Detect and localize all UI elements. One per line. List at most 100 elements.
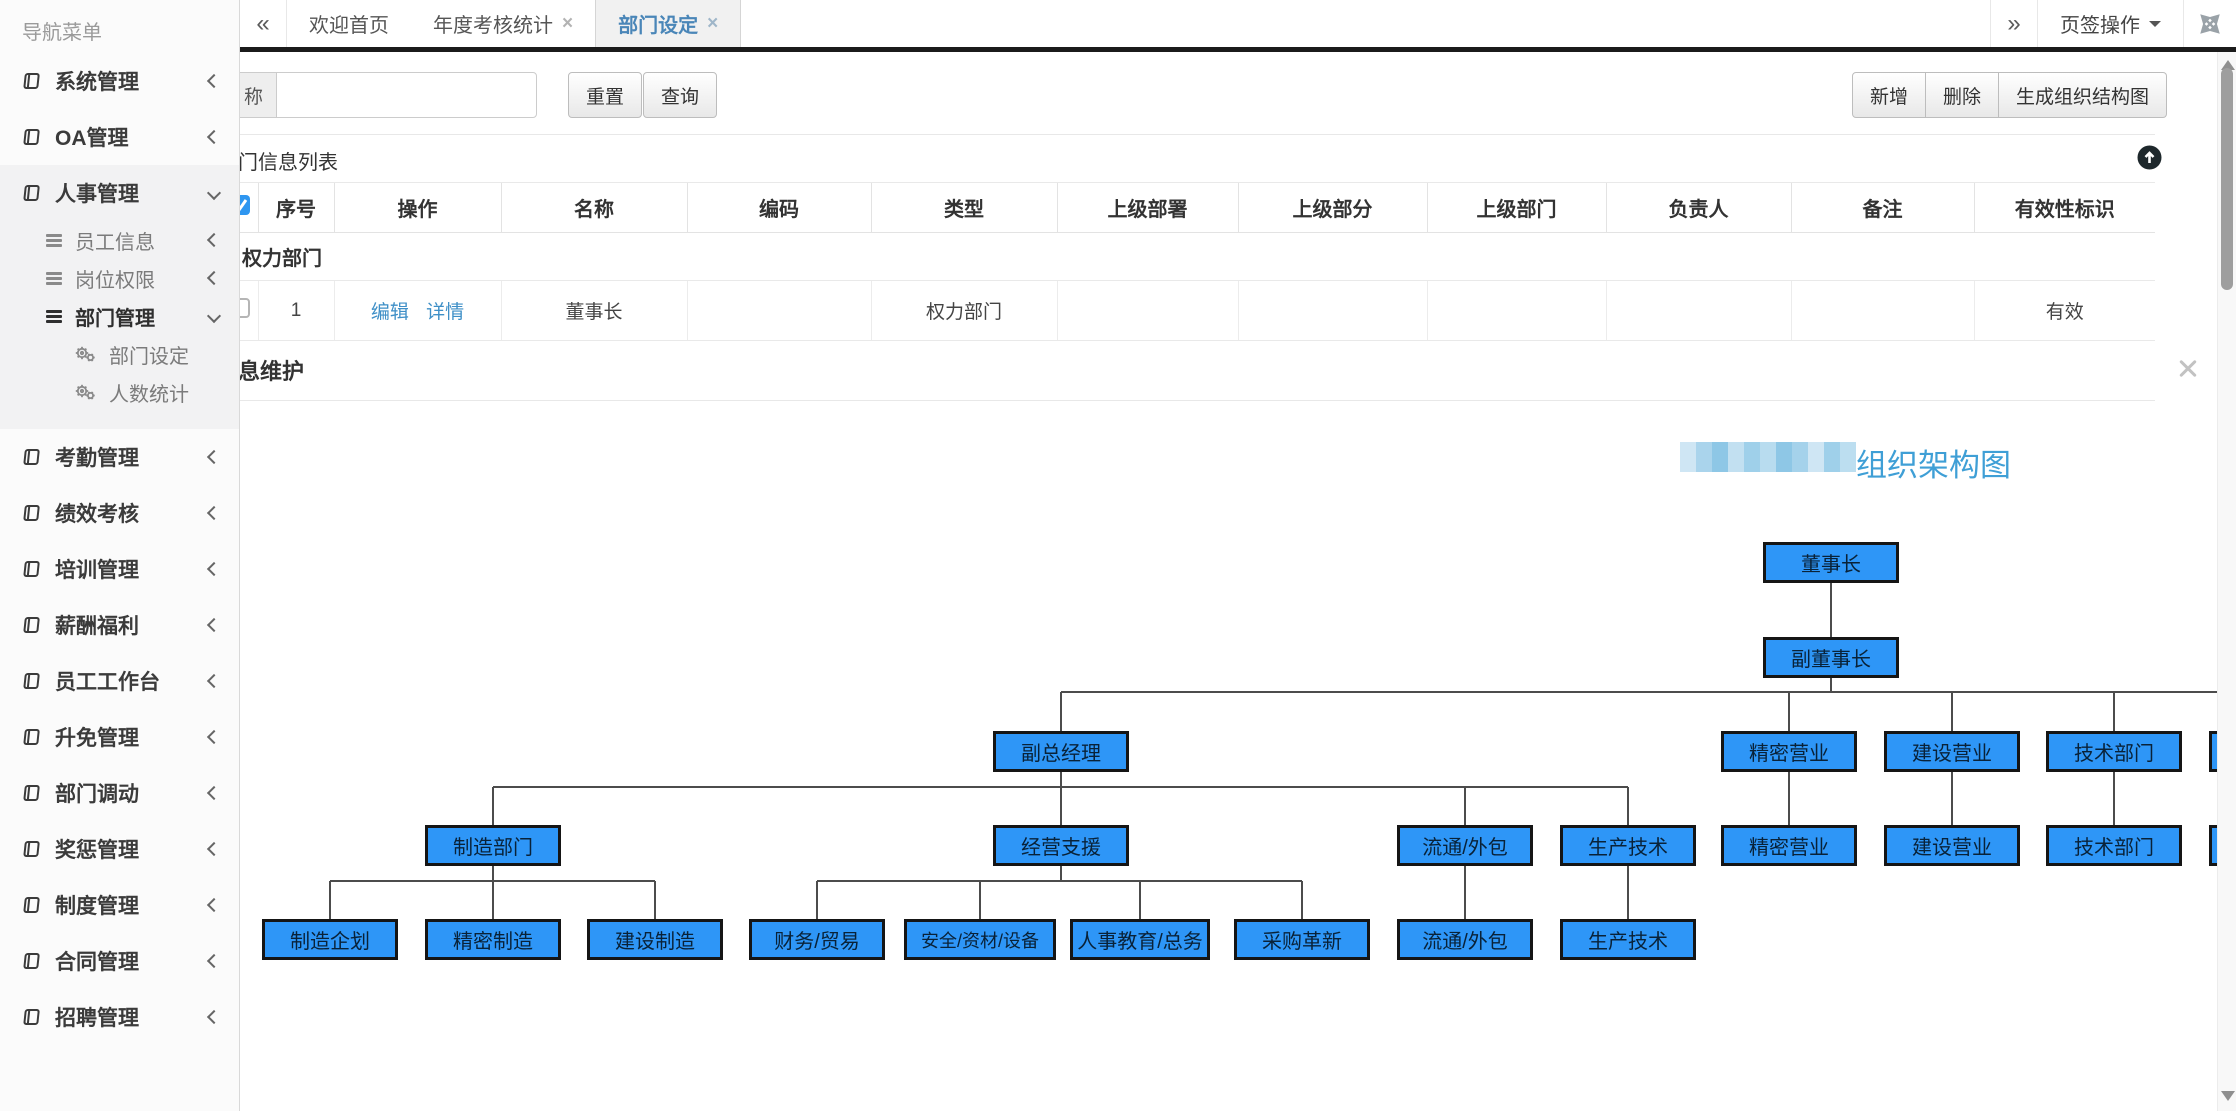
column-header-0[interactable]: 序号 bbox=[257, 182, 334, 233]
sidebar-item-11[interactable]: 薪酬福利 bbox=[0, 597, 239, 653]
page-ops-dropdown[interactable]: 页签操作 bbox=[2037, 0, 2183, 47]
sidebar-item-label: 部门调动 bbox=[55, 783, 139, 806]
chevron-left-icon bbox=[206, 561, 222, 577]
org-node-7[interactable]: 制造部门 bbox=[425, 825, 561, 866]
mosaic-block bbox=[1840, 442, 1856, 472]
sidebar-item-label: 人数统计 bbox=[109, 383, 189, 406]
column-header-7[interactable]: 上级部门 bbox=[1426, 182, 1606, 233]
scroll-down-icon[interactable] bbox=[2221, 1091, 2235, 1101]
org-node-18[interactable]: 财务/贸易 bbox=[749, 919, 885, 960]
book-icon bbox=[22, 504, 42, 522]
org-node-15[interactable]: 制造企划 bbox=[262, 919, 398, 960]
mosaic-block bbox=[1696, 442, 1712, 472]
scrollbar-thumb[interactable] bbox=[2221, 68, 2233, 290]
column-header-4[interactable]: 类型 bbox=[870, 182, 1057, 233]
collapse-panel-icon[interactable] bbox=[2136, 144, 2163, 176]
org-node-12[interactable]: 建设营业 bbox=[1884, 825, 2020, 866]
org-node-21[interactable]: 采购革新 bbox=[1234, 919, 1370, 960]
org-node-22[interactable]: 流通/外包 bbox=[1397, 919, 1533, 960]
column-header-2[interactable]: 名称 bbox=[500, 182, 687, 233]
org-node-5[interactable]: 技术部门 bbox=[2046, 731, 2182, 772]
tabs-scroll-right-icon[interactable]: » bbox=[1990, 0, 2037, 47]
sidebar-item-10[interactable]: 培训管理 bbox=[0, 541, 239, 597]
sidebar-item-13[interactable]: 升免管理 bbox=[0, 709, 239, 765]
reset-button[interactable]: 重置 bbox=[568, 72, 643, 118]
active-menu-group: 人事管理员工信息岗位权限部门管理部门设定人数统计 bbox=[0, 165, 239, 429]
sidebar-item-label: 系统管理 bbox=[55, 71, 139, 94]
org-node-11[interactable]: 精密营业 bbox=[1721, 825, 1857, 866]
book-icon bbox=[22, 448, 42, 466]
sidebar-item-4[interactable]: 岗位权限 bbox=[0, 259, 239, 297]
scroll-up-icon[interactable] bbox=[2221, 60, 2235, 70]
sidebar-item-18[interactable]: 招聘管理 bbox=[0, 989, 239, 1045]
org-node-1[interactable]: 副董事长 bbox=[1763, 637, 1899, 678]
sidebar-item-5[interactable]: 部门管理 bbox=[0, 297, 239, 335]
mosaic-block bbox=[1776, 442, 1792, 472]
select-all-checkbox[interactable] bbox=[240, 194, 250, 215]
org-node-16[interactable]: 精密制造 bbox=[425, 919, 561, 960]
sidebar-item-9[interactable]: 绩效考核 bbox=[0, 485, 239, 541]
org-node-2[interactable]: 副总经理 bbox=[993, 731, 1129, 772]
delete-button[interactable]: 删除 bbox=[1926, 72, 2000, 118]
org-node-8[interactable]: 经营支援 bbox=[993, 825, 1129, 866]
sidebar-item-label: 员工信息 bbox=[75, 231, 155, 254]
name-input[interactable] bbox=[276, 72, 537, 118]
mosaic-block bbox=[1760, 442, 1776, 472]
fullscreen-icon[interactable] bbox=[2183, 0, 2236, 47]
org-node-4[interactable]: 建设营业 bbox=[1884, 731, 2020, 772]
sidebar-item-16[interactable]: 制度管理 bbox=[0, 877, 239, 933]
org-node-9[interactable]: 流通/外包 bbox=[1397, 825, 1533, 866]
detail-link[interactable]: 详情 bbox=[426, 302, 465, 323]
column-header-5[interactable]: 上级部署 bbox=[1056, 182, 1238, 233]
sidebar-item-3[interactable]: 员工信息 bbox=[0, 221, 239, 259]
table-row[interactable]: 1 编辑 详情 董事长 权力部门 有效 bbox=[240, 280, 2155, 341]
tab-close-icon[interactable]: × bbox=[707, 12, 719, 34]
sidebar-item-17[interactable]: 合同管理 bbox=[0, 933, 239, 989]
tab-1[interactable]: 年度考核统计× bbox=[411, 0, 595, 47]
sidebar-item-1[interactable]: OA管理 bbox=[0, 109, 239, 165]
chevron-left-icon bbox=[206, 73, 222, 89]
cell-sup2 bbox=[1237, 280, 1427, 341]
chevron-left-icon bbox=[206, 449, 222, 465]
column-header-6[interactable]: 上级部分 bbox=[1237, 182, 1427, 233]
row-checkbox[interactable] bbox=[240, 297, 250, 318]
tab-list: 欢迎首页年度考核统计×部门设定× bbox=[287, 0, 742, 47]
edit-link[interactable]: 编辑 bbox=[370, 302, 409, 323]
group-row-label: 权力部门 bbox=[240, 232, 2155, 281]
sidebar-item-15[interactable]: 奖惩管理 bbox=[0, 821, 239, 877]
org-node-19[interactable]: 安全/资材/设备 bbox=[904, 919, 1056, 960]
column-header-1[interactable]: 操作 bbox=[333, 182, 501, 233]
sidebar-item-6[interactable]: 部门设定 bbox=[0, 335, 239, 373]
org-node-17[interactable]: 建设制造 bbox=[587, 919, 723, 960]
sidebar-item-7[interactable]: 人数统计 bbox=[0, 373, 239, 411]
sidebar-item-8[interactable]: 考勤管理 bbox=[0, 429, 239, 485]
column-header-3[interactable]: 编码 bbox=[686, 182, 871, 233]
sidebar-item-14[interactable]: 部门调动 bbox=[0, 765, 239, 821]
close-icon[interactable] bbox=[2178, 358, 2198, 378]
org-node-10[interactable]: 生产技术 bbox=[1560, 825, 1696, 866]
book-icon bbox=[22, 784, 42, 802]
vertical-scrollbar[interactable] bbox=[2217, 52, 2236, 1111]
column-header-10[interactable]: 有效性标识 bbox=[1973, 182, 2155, 233]
column-header-9[interactable]: 备注 bbox=[1790, 182, 1974, 233]
tabs-scroll-left-icon[interactable]: « bbox=[240, 0, 287, 47]
tab-0[interactable]: 欢迎首页 bbox=[287, 0, 411, 47]
sidebar-item-label: 薪酬福利 bbox=[55, 615, 139, 638]
sidebar-item-2[interactable]: 人事管理 bbox=[0, 165, 239, 221]
tab-2[interactable]: 部门设定× bbox=[595, 0, 742, 47]
org-node-20[interactable]: 人事教育/总务 bbox=[1070, 919, 1210, 960]
sidebar-item-12[interactable]: 员工工作台 bbox=[0, 653, 239, 709]
org-node-13[interactable]: 技术部门 bbox=[2046, 825, 2182, 866]
org-node-3[interactable]: 精密营业 bbox=[1721, 731, 1857, 772]
sidebar-item-label: 制度管理 bbox=[55, 895, 139, 918]
tab-close-icon[interactable]: × bbox=[562, 12, 574, 34]
sidebar-item-0[interactable]: 系统管理 bbox=[0, 53, 239, 109]
add-button[interactable]: 新增 bbox=[1852, 72, 1927, 118]
group-row[interactable]: 权力部门 bbox=[240, 232, 2155, 281]
org-node-23[interactable]: 生产技术 bbox=[1560, 919, 1696, 960]
cell-code bbox=[686, 280, 871, 341]
column-header-8[interactable]: 负责人 bbox=[1605, 182, 1791, 233]
org-node-0[interactable]: 董事长 bbox=[1763, 542, 1899, 583]
generate-orgchart-button[interactable]: 生成组织结构图 bbox=[1999, 72, 2168, 118]
query-button[interactable]: 查询 bbox=[643, 72, 718, 118]
